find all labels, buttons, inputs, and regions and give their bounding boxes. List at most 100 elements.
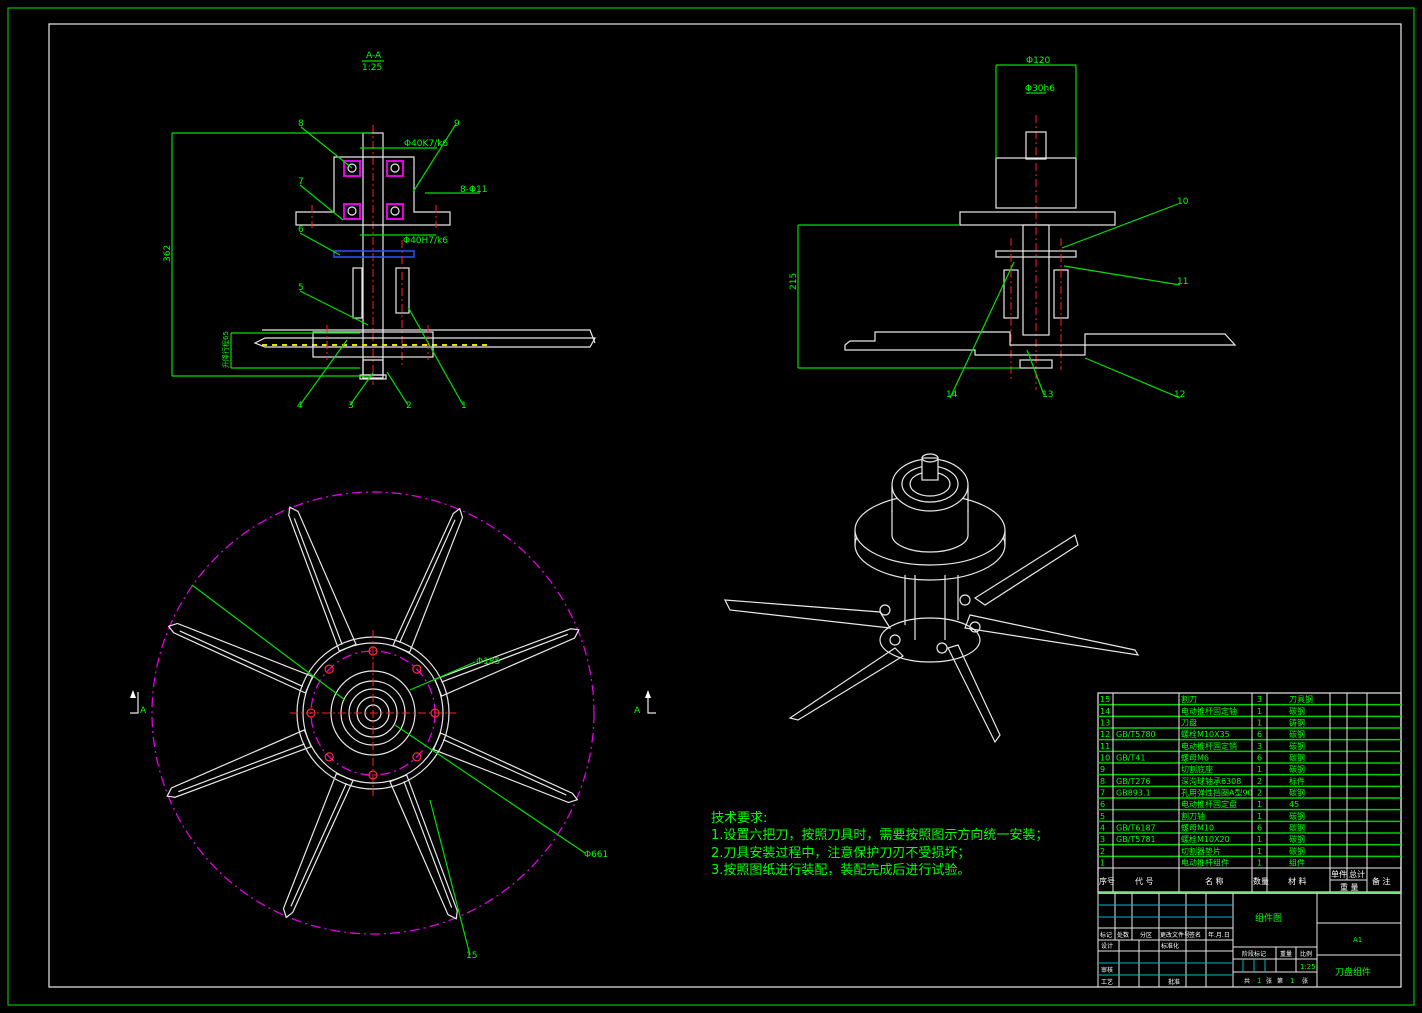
balloon-7: 7 bbox=[298, 177, 304, 187]
bom-row: 5 割刀轴 1 碳钢 bbox=[1100, 811, 1305, 821]
bom-cell-material: 碳钢 bbox=[1289, 741, 1305, 751]
tb-total-prefix: 共 bbox=[1244, 977, 1250, 985]
dim-fit-bottom: Φ40H7/k6 bbox=[403, 236, 448, 246]
tb-drawing-name: 刀盘组件 bbox=[1335, 966, 1371, 978]
bom-cell-no: 5 bbox=[1100, 812, 1105, 821]
bom-cell-name: 割刀轴 bbox=[1181, 811, 1205, 821]
bom-cell-name: 电动推杆固定盘 bbox=[1181, 799, 1237, 809]
balloon-15: 15 bbox=[466, 951, 477, 961]
dim-outer-dia: Φ120 bbox=[1026, 56, 1051, 66]
bom-cell-name: 刀盘 bbox=[1181, 718, 1197, 728]
bolt-hole bbox=[324, 664, 334, 674]
bom-cell-code: GB/T5781 bbox=[1116, 835, 1156, 844]
tb-label-weight: 重量 bbox=[1280, 950, 1292, 958]
outer-frame bbox=[7, 7, 1415, 1006]
balloon-1: 1 bbox=[461, 401, 467, 411]
bom-cell-no: 7 bbox=[1100, 789, 1105, 798]
bom-cell-qty: 6 bbox=[1257, 824, 1262, 833]
bom-cell-material: 碳钢 bbox=[1289, 753, 1305, 763]
bom-cell-no: 11 bbox=[1100, 742, 1110, 751]
tb-label-stage: 阶段标记 bbox=[1242, 950, 1266, 958]
section-scale: 1:25 bbox=[362, 63, 382, 73]
balloon-13: 13 bbox=[1042, 390, 1053, 400]
bom-cell-material: 碳钢 bbox=[1289, 764, 1305, 774]
bom-header-name: 名 称 bbox=[1205, 876, 1224, 886]
bom-cell-material: 碳钢 bbox=[1289, 706, 1305, 716]
balloon-9: 9 bbox=[454, 119, 460, 129]
dim-outer-circle: Φ661 bbox=[584, 850, 608, 860]
inner-frame bbox=[48, 23, 1402, 988]
bom-cell-material: 45 bbox=[1289, 800, 1299, 809]
bom-cell-code: GB893.1 bbox=[1116, 789, 1151, 798]
bom-cell-no: 15 bbox=[1100, 695, 1110, 704]
bom-cell-code: GB/T276 bbox=[1116, 777, 1151, 786]
bom-cell-name: 螺母M6 bbox=[1181, 753, 1209, 763]
bom-cell-name: 电动推杆固定轴 bbox=[1181, 706, 1237, 716]
bom-cell-qty: 2 bbox=[1257, 789, 1262, 798]
bom-cell-material: 刀具钢 bbox=[1289, 694, 1313, 704]
bom-header-code: 代 号 bbox=[1135, 876, 1154, 886]
tb-sheet-number: 1 bbox=[1290, 977, 1294, 985]
tb-label-process: 工艺 bbox=[1101, 978, 1113, 986]
tb-scale: 1:25 bbox=[1300, 963, 1316, 971]
bom-cell-material: 碳钢 bbox=[1289, 823, 1305, 833]
bom-cell-name: 螺栓M10X20 bbox=[1181, 834, 1230, 844]
bom-cell-qty: 1 bbox=[1257, 765, 1262, 774]
bom-cell-qty: 1 bbox=[1257, 847, 1262, 856]
isometric-view bbox=[723, 453, 1140, 744]
bom-cell-material: 碳钢 bbox=[1289, 846, 1305, 856]
tb-label-zone: 分区 bbox=[1140, 931, 1152, 939]
bom-cell-no: 6 bbox=[1100, 800, 1105, 809]
tech-req-item-2: 2.刀具安装过程中，注意保护刀刃不受损坏； bbox=[711, 845, 970, 861]
tb-total-sheets: 1 bbox=[1257, 977, 1261, 985]
tb-label-sign: 签名 bbox=[1189, 931, 1201, 939]
tb-drawing-type: 组件图 bbox=[1255, 912, 1282, 924]
tb-sheet-prefix: 第 bbox=[1277, 977, 1283, 985]
dim-shaft-dia: Φ30h6 bbox=[1025, 84, 1055, 94]
bom-header-material: 材 料 bbox=[1288, 876, 1307, 886]
bom-cell-no: 4 bbox=[1100, 824, 1105, 833]
bom-cell-name: 电动推杆固定销 bbox=[1181, 741, 1237, 751]
tb-label-change-doc: 更改文件号 bbox=[1160, 931, 1190, 939]
bom-cell-qty: 3 bbox=[1257, 742, 1262, 751]
bom-cell-no: 3 bbox=[1100, 835, 1105, 844]
bolt-hole bbox=[324, 752, 334, 762]
dim-fit-top: Φ40K7/k6 bbox=[404, 139, 448, 149]
bom-cell-no: 10 bbox=[1100, 754, 1110, 763]
bom-header-no: 序号 bbox=[1099, 876, 1115, 886]
balloon-12: 12 bbox=[1174, 390, 1185, 400]
bom-cell-qty: 1 bbox=[1257, 812, 1262, 821]
title-block: 标记 处数 分区 更改文件号 签名 年.月.日 设计 标准化 审核 工艺 批准 … bbox=[1097, 892, 1402, 988]
bom-cell-name: 深沟球轴承6308 bbox=[1181, 776, 1241, 786]
bolt-hole bbox=[412, 664, 422, 674]
bolt-hole bbox=[412, 752, 422, 762]
front-view: Φ120 Φ30h6 215 10 11 12 13 14 bbox=[789, 56, 1237, 400]
blade-edge bbox=[179, 630, 304, 688]
bom-cell-qty: 1 bbox=[1257, 835, 1262, 844]
blade-edge bbox=[442, 738, 567, 796]
bom-cell-material: 碳钢 bbox=[1289, 788, 1305, 798]
bom-cell-material: 碳钢 bbox=[1289, 811, 1305, 821]
balloon-14: 14 bbox=[946, 390, 958, 400]
bom-cell-no: 9 bbox=[1100, 765, 1105, 774]
blade-edge bbox=[403, 781, 453, 908]
bom-cell-name: 螺栓M10X35 bbox=[1181, 729, 1230, 739]
bom-cell-name: 螺母M10 bbox=[1181, 823, 1214, 833]
bom-cell-code: GB/T41 bbox=[1116, 754, 1145, 763]
bom-header-weight: 重 量 bbox=[1340, 882, 1359, 892]
section-title: A-A bbox=[366, 51, 382, 61]
tb-sheet-suffix: 张 bbox=[1302, 977, 1308, 985]
bom-cell-no: 1 bbox=[1100, 859, 1105, 868]
tb-label-approve: 批准 bbox=[1168, 978, 1180, 986]
bom-cell-no: 2 bbox=[1100, 847, 1105, 856]
